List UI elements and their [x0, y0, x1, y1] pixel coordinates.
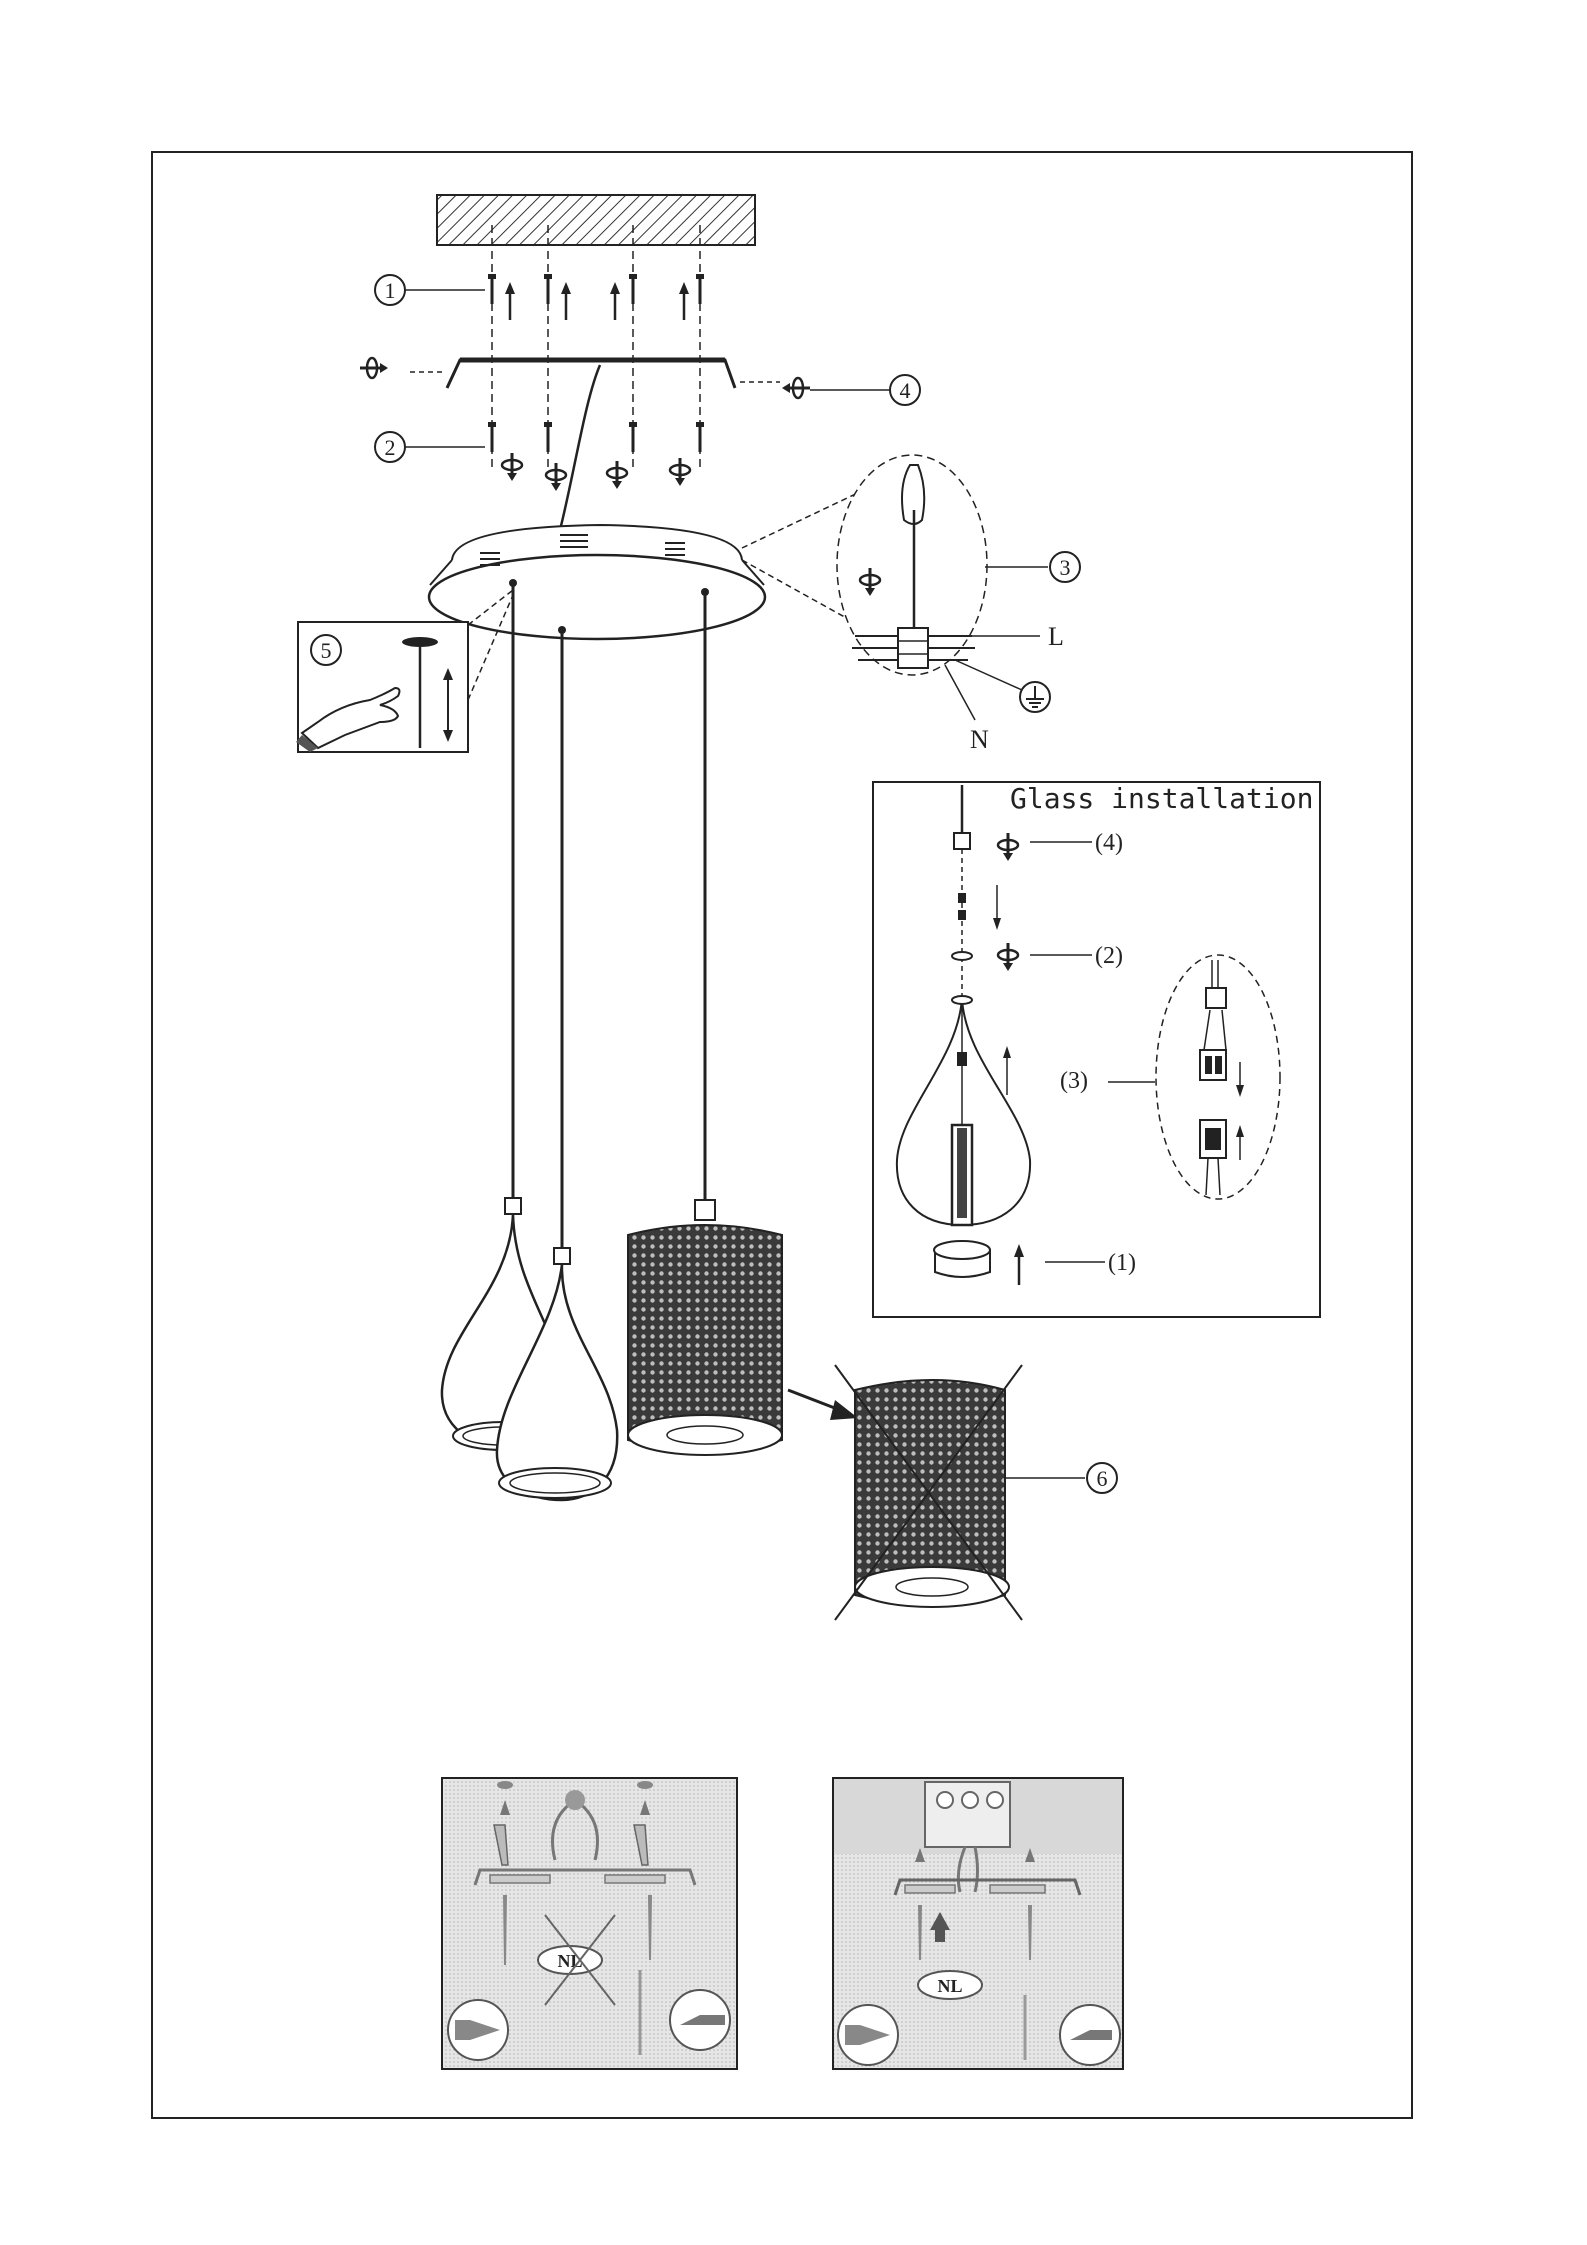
step-2-label: (2)	[1095, 943, 1123, 969]
svg-text:3: 3	[1060, 555, 1071, 580]
step-4-label: (4)	[1095, 830, 1123, 856]
callout-3: 3	[985, 552, 1080, 582]
nl-badge-right: NL	[937, 1976, 962, 1996]
callout-2: 2	[375, 432, 485, 462]
live-label: L	[1048, 622, 1064, 651]
wall-plugs	[488, 274, 704, 320]
callout-6: 6	[1005, 1463, 1117, 1493]
svg-text:1: 1	[385, 278, 396, 303]
correct-mounting-panel: NL	[833, 1778, 1123, 2069]
earth-ground-icon	[1020, 682, 1050, 712]
pendant-cables	[513, 585, 705, 1248]
neutral-label: N	[970, 725, 989, 754]
canopy	[429, 525, 765, 639]
rotate-arrow-icon	[360, 358, 810, 398]
glass-installation-panel: Glass installation (4) (2) (1) (3)	[873, 782, 1320, 1317]
mounting-bracket	[410, 360, 780, 530]
step-1-label: (1)	[1108, 1250, 1136, 1276]
ceiling	[437, 195, 755, 245]
wiring-detail: L N	[742, 455, 1064, 754]
wrong-mounting-panel: NL	[442, 1778, 737, 2069]
svg-text:2: 2	[385, 435, 396, 460]
arrow-to-shade	[788, 1390, 858, 1420]
svg-text:5: 5	[321, 638, 332, 663]
mounting-guides	[492, 225, 700, 470]
callout-4: 4	[810, 375, 920, 405]
svg-text:4: 4	[900, 378, 911, 403]
mesh-shade-detail	[835, 1365, 1022, 1620]
callout-1: 1	[375, 275, 485, 305]
mesh-cylinder-pendant	[628, 1200, 782, 1455]
glass-installation-title: Glass installation	[1010, 782, 1313, 815]
svg-text:6: 6	[1097, 1466, 1108, 1491]
step-3-label: (3)	[1060, 1068, 1088, 1094]
bracket-screws	[488, 422, 704, 491]
